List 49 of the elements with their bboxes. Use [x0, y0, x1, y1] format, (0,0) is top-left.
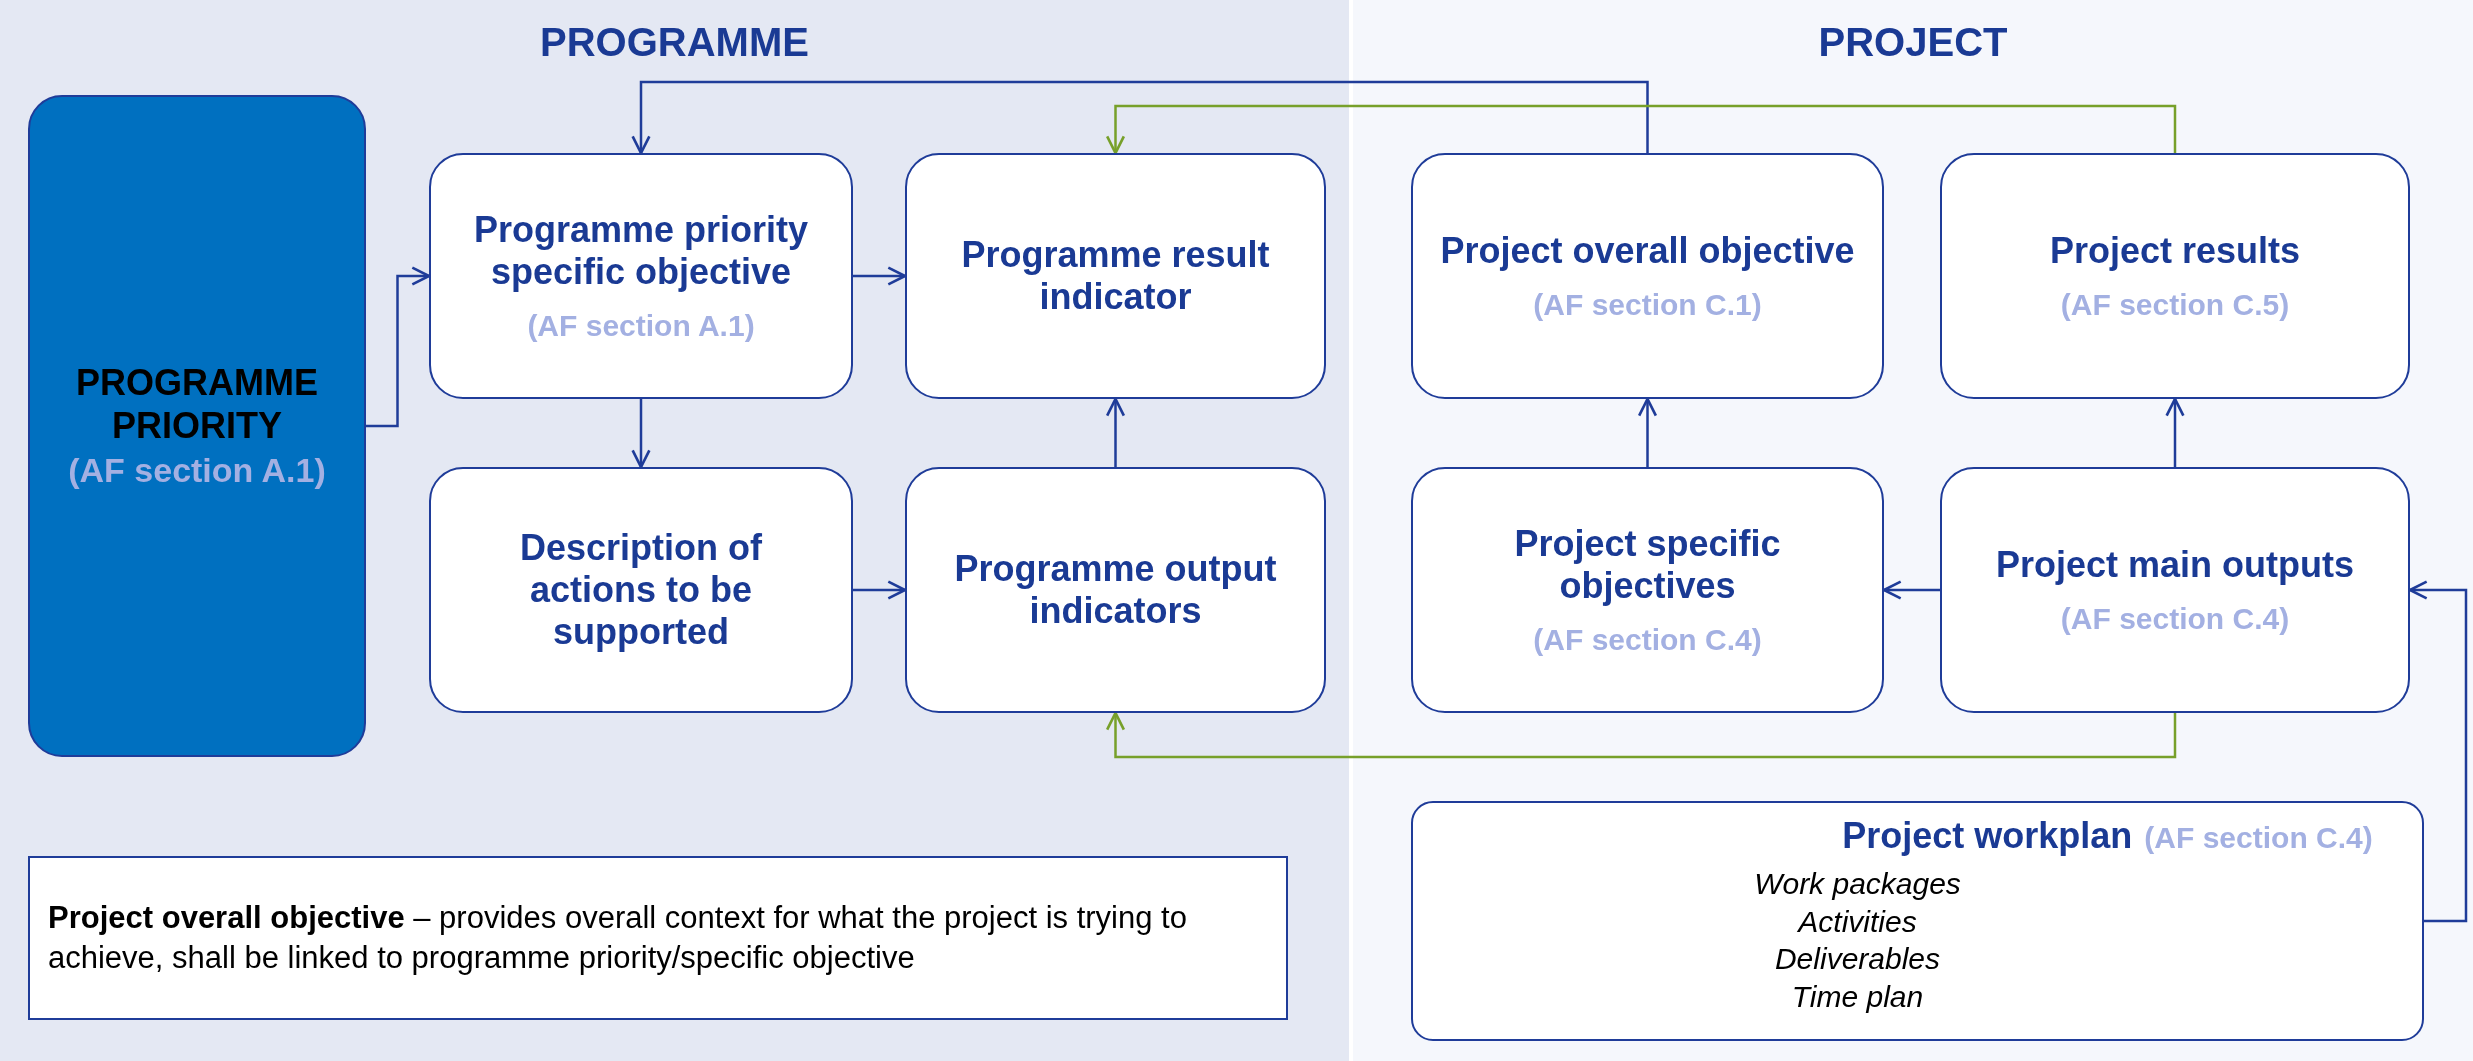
- list-item: Work packages: [1754, 866, 1961, 903]
- section-panel: [0, 0, 1349, 1061]
- box-title: Programme priority specific objective: [472, 208, 810, 294]
- section-reference: (AF section C.5): [2060, 288, 2290, 323]
- section-reference: (AF section C.4): [2144, 821, 2373, 855]
- note-text: Project overall objective – provides overall context for what the project is trying to achieve, shall be linked to programme priority/specific objective: [48, 898, 1188, 977]
- process-box: [1411, 801, 2424, 1041]
- box-title: Project main outputs: [1996, 543, 2354, 587]
- box-title: Programme result indicator: [960, 233, 1271, 319]
- arrow: [1105, 711, 2177, 759]
- arrow: [2165, 397, 2185, 467]
- arrow: [1105, 104, 2177, 155]
- priority-box: [28, 95, 366, 757]
- process-box: [429, 153, 853, 399]
- arrow: [2408, 580, 2468, 923]
- arrow: [1105, 397, 1126, 467]
- box-title: Project specific objectives: [1513, 522, 1782, 608]
- process-box: [429, 467, 853, 713]
- section-reference: (AF section C.1): [1533, 288, 1762, 323]
- process-box: [1940, 467, 2410, 713]
- panel-title: PROJECT: [1818, 20, 2008, 65]
- arrow: [631, 80, 1649, 155]
- box-title: Programme output indicators: [953, 547, 1278, 633]
- box-title: Description of actions to be supported: [519, 526, 763, 654]
- list-item: Deliverables: [1774, 941, 1941, 978]
- process-box: [1411, 467, 1884, 713]
- list-item: Activities: [1798, 903, 1917, 940]
- process-box: [1411, 153, 1884, 399]
- arrow: [366, 266, 431, 428]
- process-box: [905, 153, 1326, 399]
- list-item: Time plan: [1791, 978, 1924, 1015]
- box-title: Project workplan: [1842, 815, 2133, 858]
- section-reference: (AF section A.1): [527, 309, 755, 344]
- box-title: Project overall objective: [1440, 229, 1855, 273]
- section-panel: [1353, 0, 2473, 1061]
- note-box: [28, 856, 1288, 1020]
- process-box: [1940, 153, 2410, 399]
- arrow: [853, 580, 907, 600]
- arrow: [1882, 580, 1940, 600]
- section-reference: (AF section C.4): [1533, 623, 1762, 658]
- panel-title: PROGRAMME: [540, 20, 809, 65]
- section-reference: (AF section C.4): [2060, 602, 2290, 637]
- box-title: Project results: [2049, 229, 2301, 273]
- section-reference: (AF section A.1): [68, 450, 326, 490]
- process-box: [905, 467, 1326, 713]
- arrow: [1637, 397, 1658, 467]
- arrow: [631, 399, 651, 469]
- box-title: PROGRAMME PRIORITY: [75, 362, 319, 447]
- arrow: [853, 266, 907, 286]
